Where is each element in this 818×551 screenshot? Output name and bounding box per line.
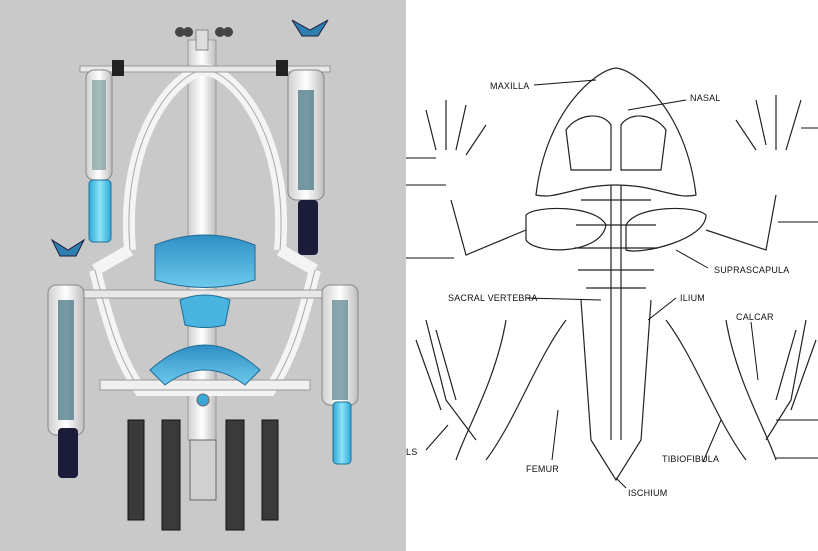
label-maxilla: MAXILLA: [490, 81, 529, 91]
left-leg-module: [47, 238, 86, 478]
anatomy-labels: MAXILLA NASAL SUPRASCAPULA SACRAL VERTEB…: [406, 81, 789, 498]
label-ilium: ILIUM: [680, 293, 705, 303]
label-femur: FEMUR: [526, 464, 559, 474]
label-calcar: CALCAR: [736, 312, 774, 322]
exoskeleton-render-panel: [0, 0, 406, 551]
torso-plate: [149, 234, 261, 386]
skeleton-outline: [415, 67, 817, 482]
label-sacral-vertebra: SACRAL VERTEBRA: [448, 293, 538, 303]
frog-skeleton-diagram-panel: MAXILLA NASAL SUPRASCAPULA SACRAL VERTEB…: [406, 0, 818, 551]
label-nasal: NASAL: [690, 93, 721, 103]
label-ischium: ISCHIUM: [628, 488, 667, 498]
label-ls-fragment: LS: [406, 447, 417, 457]
vertebrae: [574, 199, 658, 289]
exoskeleton-render: [47, 19, 359, 531]
foot-actuators: [127, 419, 279, 531]
leader-lines: [406, 79, 818, 489]
right-leg-module: [321, 284, 359, 465]
left-arm-module: [85, 60, 124, 243]
frog-skeleton-diagram: MAXILLA NASAL SUPRASCAPULA SACRAL VERTEB…: [406, 67, 818, 498]
central-spine: [175, 27, 233, 441]
label-suprascapula: SUPRASCAPULA: [714, 265, 789, 275]
label-tibiofibula: TIBIOFIBULA: [662, 454, 719, 464]
right-arm-module: [276, 19, 329, 255]
